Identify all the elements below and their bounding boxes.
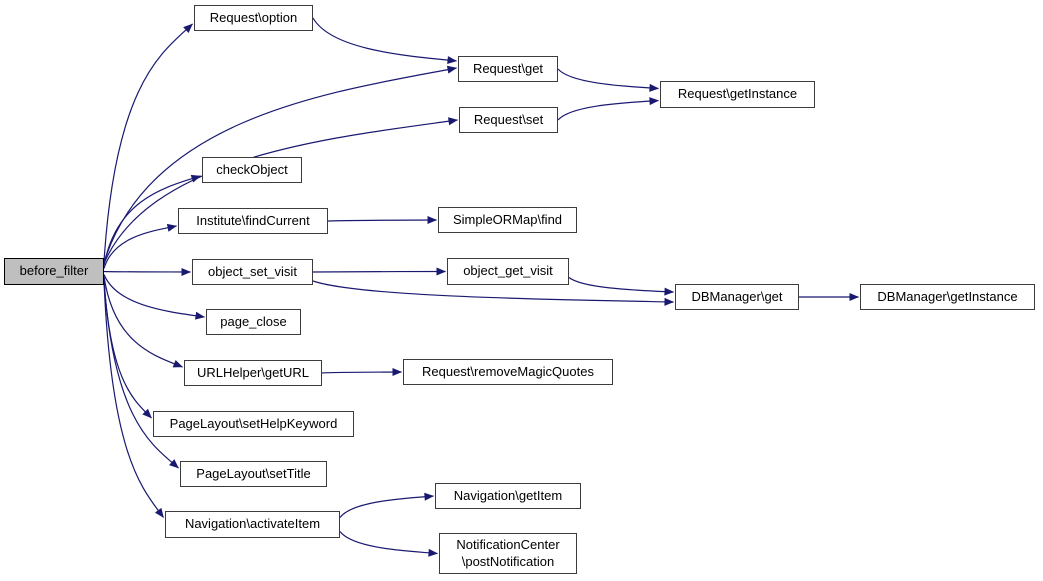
edge-navigation_activateitem-to-notificationcenter_postnotification [339,531,438,557]
edge-request_option-to-request_get [312,17,457,65]
edge-before_filter-to-urlhelper_geturl [103,276,183,368]
edge-before_filter-to-request_option [103,23,193,262]
edge-group [103,17,859,557]
edge-object_set_visit-to-dbmanager_get [312,280,674,306]
graph-node-page_close[interactable]: page_close [206,309,301,335]
graph-node-object_get_visit[interactable]: object_get_visit [447,258,569,285]
edge-before_filter-to-navigation_activateitem [103,281,164,518]
graph-node-navigation_getitem[interactable]: Navigation\getItem [435,483,581,509]
edge-before_filter-to-institute_findcurrent [103,223,177,269]
graph-node-request_removemagicquotes[interactable]: Request\removeMagicQuotes [403,359,613,385]
edge-before_filter-to-checkobject [103,174,201,266]
graph-node-navigation_activateitem[interactable]: Navigation\activateItem [165,511,340,538]
edge-request_set-to-request_getinstance [557,97,659,121]
edge-before_filter-to-request_get [103,65,457,263]
graph-node-institute_findcurrent[interactable]: Institute\findCurrent [178,208,328,234]
graph-node-request_get[interactable]: Request\get [458,56,558,82]
edge-institute_findcurrent-to-simpleormap_find [327,216,437,225]
graph-node-dbmanager_get[interactable]: DBManager\get [675,284,799,310]
graph-node-pagelayout_sethelpkeyword[interactable]: PageLayout\setHelpKeyword [153,411,354,437]
graph-node-before_filter[interactable]: before_filter [4,258,104,285]
edge-navigation_activateitem-to-navigation_getitem [339,492,434,518]
graph-node-object_set_visit[interactable]: object_set_visit [192,259,313,285]
graph-node-pagelayout_settitle[interactable]: PageLayout\setTitle [180,461,327,487]
graph-node-dbmanager_getinstance[interactable]: DBManager\getInstance [860,284,1035,310]
graph-node-simpleormap_find[interactable]: SimpleORMap\find [438,207,577,233]
edge-before_filter-to-object_set_visit [103,267,191,276]
edge-before_filter-to-page_close [103,274,205,320]
graph-node-request_option[interactable]: Request\option [194,5,313,31]
edge-urlhelper_geturl-to-request_removemagicquotes [321,368,402,377]
graph-node-request_getinstance[interactable]: Request\getInstance [660,81,815,108]
edge-object_set_visit-to-object_get_visit [312,267,446,276]
graph-node-notificationcenter_postnotification[interactable]: NotificationCenter \postNotification [439,533,577,574]
edge-object_get_visit-to-dbmanager_get [568,277,674,296]
edge-request_get-to-request_getinstance [557,68,659,92]
graph-node-request_set[interactable]: Request\set [459,107,558,133]
edge-before_filter-to-pagelayout_settitle [103,280,179,469]
graph-node-checkobject[interactable]: checkObject [202,157,302,183]
graph-node-urlhelper_geturl[interactable]: URLHelper\getURL [184,360,322,386]
